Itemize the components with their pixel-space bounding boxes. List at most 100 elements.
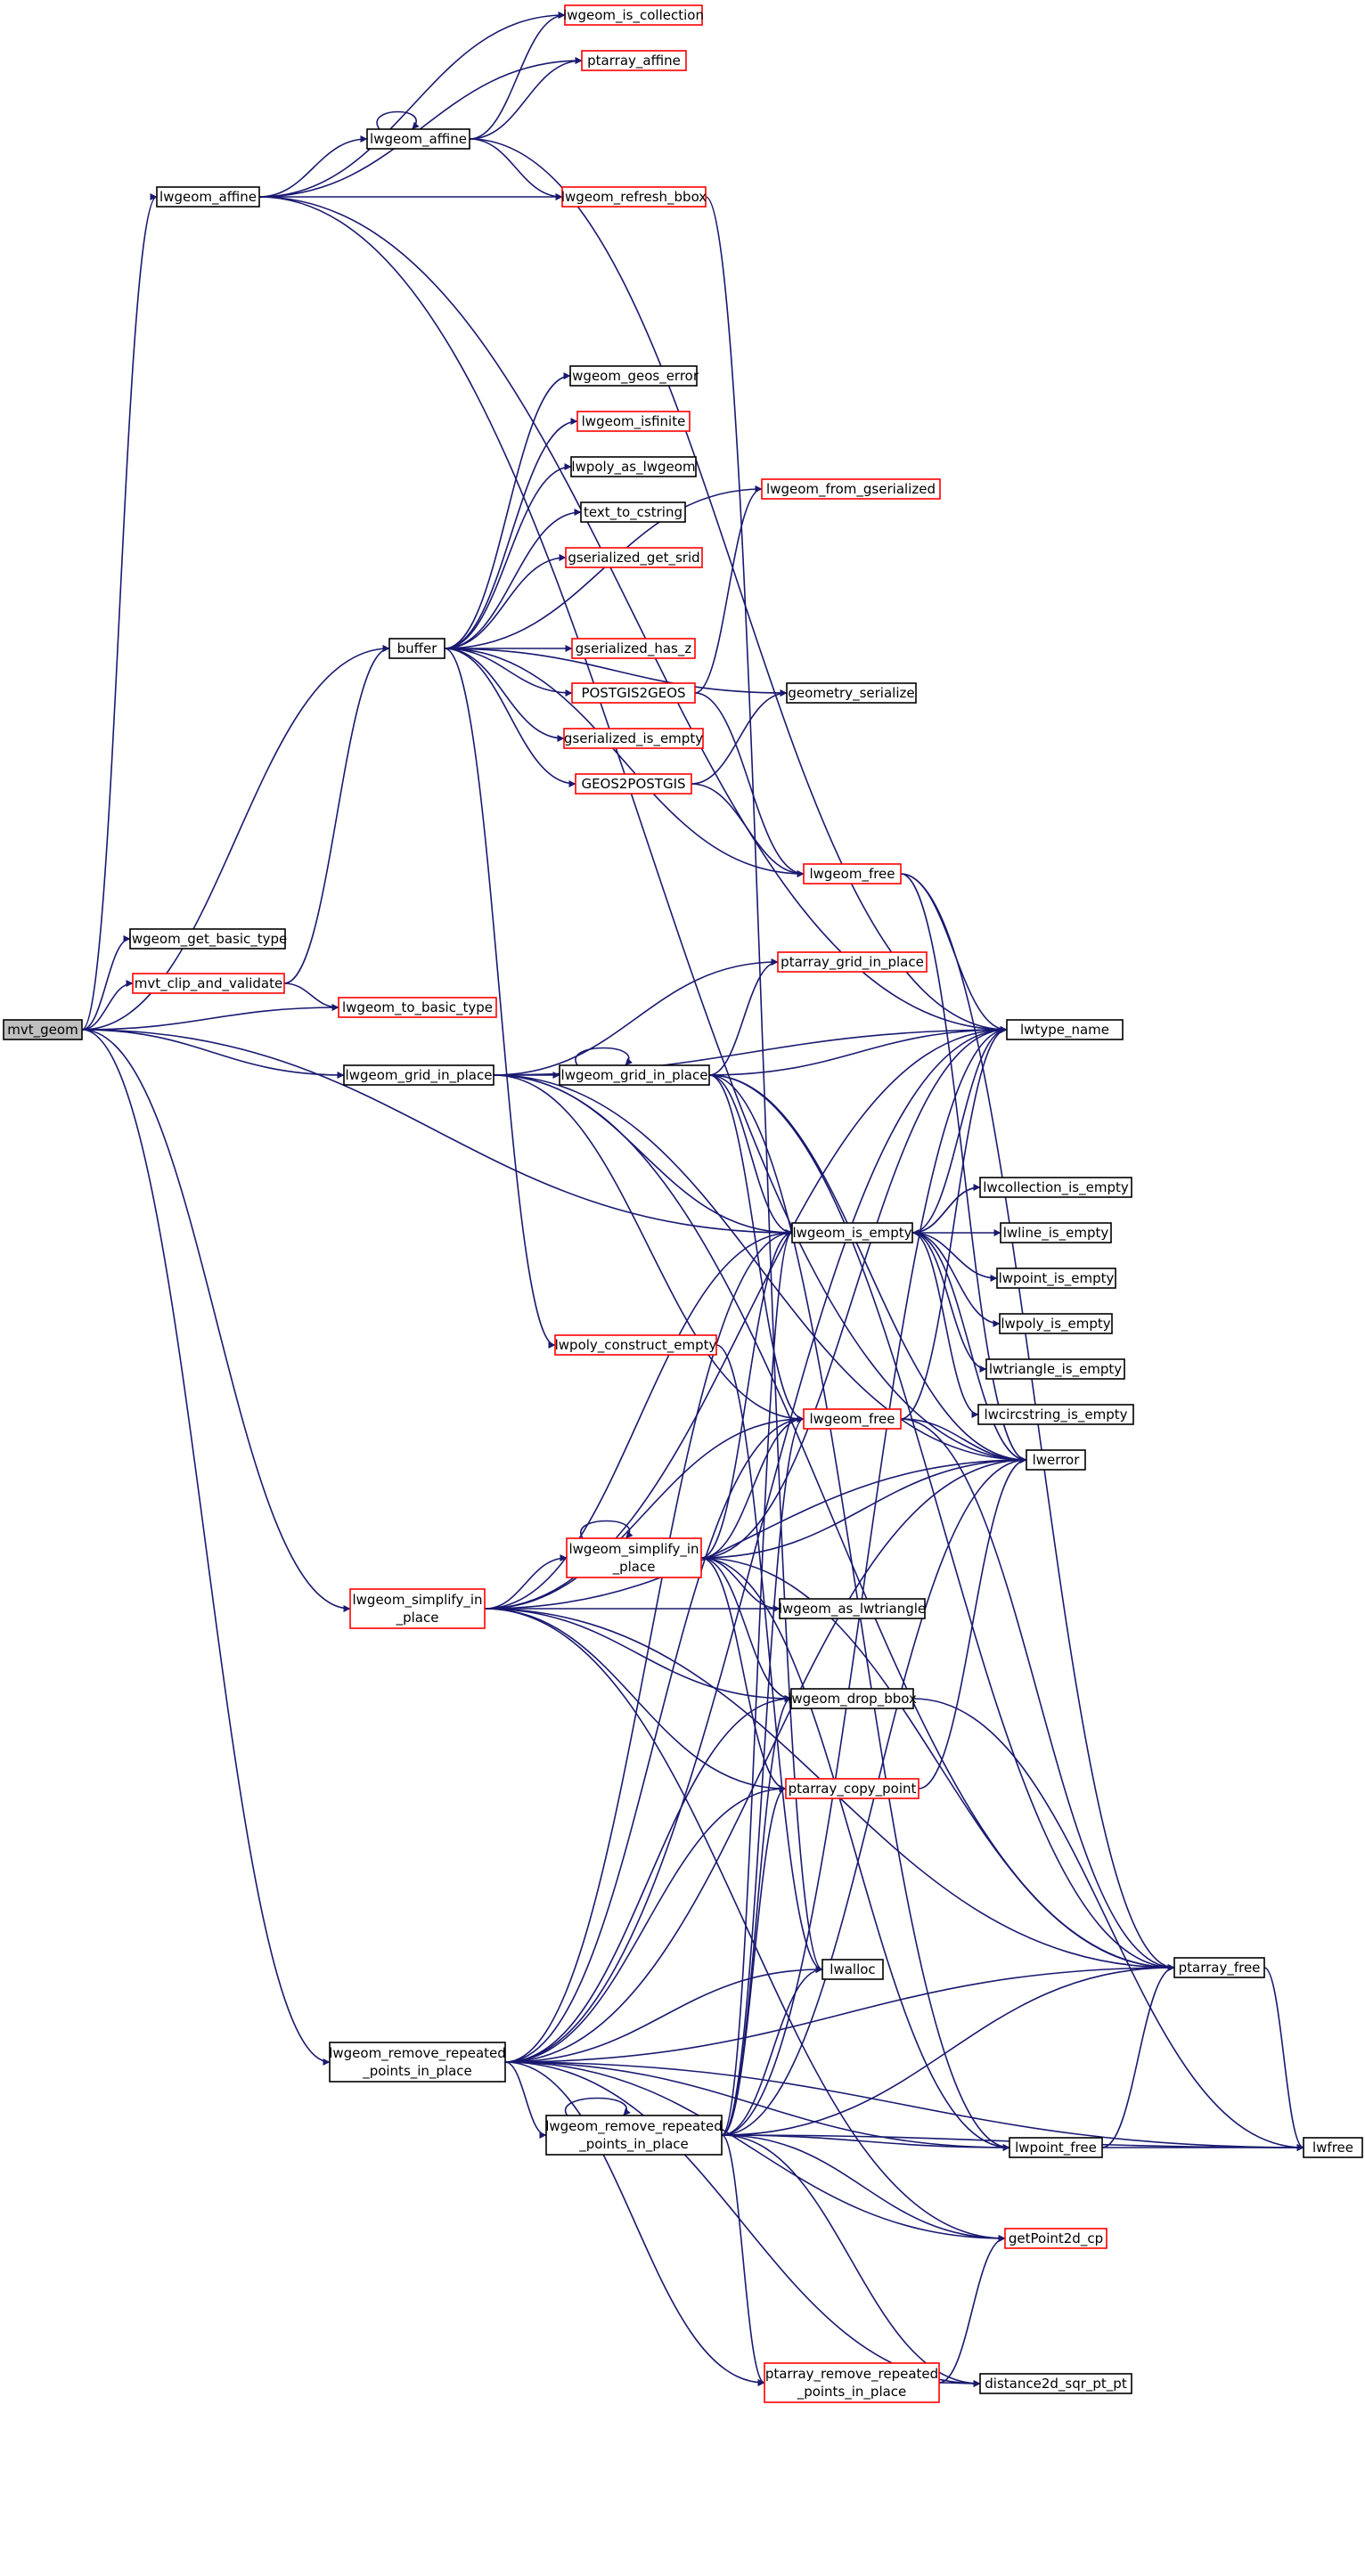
node-ptarray-grid-in-place[interactable]: ptarray_grid_in_place — [777, 951, 928, 973]
node-box[interactable] — [779, 1598, 926, 1619]
node-lwgeom-affine-a[interactable]: lwgeom_affine — [156, 186, 260, 208]
node-lwcircstring-is-empty[interactable]: lwcircstring_is_empty — [977, 1404, 1134, 1425]
node-box[interactable] — [3, 1019, 83, 1040]
node-box[interactable] — [571, 682, 696, 704]
node-box[interactable] — [996, 1268, 1116, 1289]
node-ptarray-copy-point[interactable]: ptarray_copy_point — [785, 1778, 920, 1799]
node-box[interactable] — [1006, 1019, 1124, 1040]
node-lwline-is-empty[interactable]: lwline_is_empty — [1000, 1222, 1112, 1243]
node-lwcollection-is-empty[interactable]: lwcollection_is_empty — [979, 1177, 1132, 1198]
node-box[interactable] — [132, 973, 285, 994]
node-box[interactable] — [561, 186, 707, 208]
node-lwgeom-drop-bbox[interactable]: lwgeom_drop_bbox — [788, 1688, 917, 1709]
node-lwgeom-geos-error[interactable]: lwgeom_geos_error — [568, 365, 699, 387]
node-box[interactable] — [570, 456, 697, 477]
node-box[interactable] — [786, 682, 917, 704]
node-box[interactable] — [388, 638, 445, 659]
node-box[interactable] — [785, 1778, 920, 1799]
node-box[interactable] — [565, 547, 703, 568]
node-box[interactable] — [821, 1959, 884, 1980]
node-box[interactable] — [343, 1064, 495, 1086]
node-ptarray-free[interactable]: ptarray_free — [1173, 1957, 1265, 1978]
node-box[interactable] — [803, 1408, 902, 1430]
node-box[interactable] — [999, 1313, 1113, 1334]
node-lwpoly-is-empty[interactable]: lwpoly_is_empty — [999, 1313, 1113, 1334]
node-lwgeom-simplify-in-place-a[interactable]: lwgeom_simplify_in_place — [349, 1588, 486, 1629]
node-box[interactable] — [803, 863, 902, 884]
node-lwgeom-free-b[interactable]: lwgeom_free — [803, 1408, 902, 1430]
node-mvt-geom[interactable]: mvt_geom — [3, 1019, 83, 1040]
node-box[interactable] — [564, 4, 703, 26]
node-lwgeom-simplify-in-place-b[interactable]: lwgeom_simplify_in_place — [566, 1537, 702, 1578]
node-lwgeom-isfinite[interactable]: lwgeom_isfinite — [576, 411, 691, 432]
node-lwgeom-grid-in-place-a[interactable]: lwgeom_grid_in_place — [343, 1064, 495, 1086]
node-gserialized-has-z[interactable]: gserialized_has_z — [571, 638, 696, 659]
node-box[interactable] — [129, 928, 286, 950]
node-box[interactable] — [1173, 1957, 1265, 1978]
node-lwgeom-grid-in-place-b[interactable]: lwgeom_grid_in_place — [559, 1064, 710, 1086]
node-geometry-serialize[interactable]: geometry_serialize — [786, 682, 917, 704]
node-box[interactable] — [349, 1588, 486, 1629]
node-box[interactable] — [575, 773, 692, 795]
node-box[interactable] — [1303, 2137, 1363, 2158]
node-box[interactable] — [1004, 2228, 1108, 2249]
node-box[interactable] — [329, 2042, 506, 2083]
node-text-to-cstring[interactable]: text_to_cstring — [580, 501, 686, 523]
node-gserialized-get-srid[interactable]: gserialized_get_srid — [565, 547, 703, 568]
node-box[interactable] — [977, 1404, 1134, 1425]
node-postgis2geos[interactable]: POSTGIS2GEOS — [571, 682, 696, 704]
node-box[interactable] — [985, 1358, 1125, 1380]
node-box[interactable] — [979, 2373, 1132, 2394]
node-distance2d-sqr-pt-pt[interactable]: distance2d_sqr_pt_pt — [979, 2373, 1132, 2394]
node-box[interactable] — [566, 1537, 702, 1578]
node-lwgeom-is-empty[interactable]: lwgeom_is_empty — [791, 1222, 913, 1243]
node-mvt-clip-and-validate[interactable]: mvt_clip_and_validate — [132, 973, 285, 994]
node-box[interactable] — [580, 501, 686, 523]
node-box[interactable] — [545, 2115, 723, 2156]
node-lwgeom-to-basic-type[interactable]: lwgeom_to_basic_type — [338, 997, 497, 1018]
node-box[interactable] — [979, 1177, 1132, 1198]
node-lwtriangle-is-empty[interactable]: lwtriangle_is_empty — [985, 1358, 1125, 1380]
node-buffer[interactable]: buffer — [388, 638, 445, 659]
node-box[interactable] — [581, 50, 687, 71]
node-lwgeom-free-a[interactable]: lwgeom_free — [803, 863, 902, 884]
node-lwgeom-as-lwtriangle[interactable]: lwgeom_as_lwtriangle — [779, 1598, 926, 1619]
node-geos2postgis[interactable]: GEOS2POSTGIS — [575, 773, 692, 795]
node-box[interactable] — [571, 638, 696, 659]
node-box[interactable] — [761, 478, 941, 500]
node-box[interactable] — [1026, 1449, 1086, 1471]
node-box[interactable] — [1000, 1222, 1112, 1243]
node-lwgeom-affine-b[interactable]: lwgeom_affine — [366, 128, 470, 150]
node-lwpoly-construct-empty[interactable]: lwpoly_construct_empty — [554, 1334, 717, 1356]
node-lwpoly-as-lwgeom[interactable]: lwpoly_as_lwgeom — [570, 456, 697, 477]
node-lwgeom-refresh-bbox[interactable]: lwgeom_refresh_bbox — [561, 186, 707, 208]
node-lwtype-name[interactable]: lwtype_name — [1006, 1019, 1124, 1040]
node-box[interactable] — [777, 951, 928, 973]
node-box[interactable] — [791, 1222, 913, 1243]
node-lwpoint-free[interactable]: lwpoint_free — [1009, 2137, 1103, 2158]
node-lwgeom-from-gserialized[interactable]: lwgeom_from_gserialized — [761, 478, 941, 500]
node-lwerror[interactable]: lwerror — [1026, 1449, 1086, 1471]
node-box[interactable] — [576, 411, 691, 432]
node-lwgeom-remove-repeated-points-in-place-a[interactable]: lwgeom_remove_repeated_points_in_place — [329, 2042, 506, 2083]
node-box[interactable] — [156, 186, 260, 208]
node-lwfree[interactable]: lwfree — [1303, 2137, 1363, 2158]
node-box[interactable] — [563, 728, 704, 749]
node-box[interactable] — [338, 997, 497, 1018]
node-ptarray-remove-repeated-points-in-place[interactable]: ptarray_remove_repeated_points_in_place — [764, 2362, 940, 2403]
node-box[interactable] — [1009, 2137, 1103, 2158]
node-ptarray-affine[interactable]: ptarray_affine — [581, 50, 687, 71]
node-box[interactable] — [764, 2362, 940, 2403]
node-getpoint2d-cp[interactable]: getPoint2d_cp — [1004, 2228, 1108, 2249]
node-lwalloc[interactable]: lwalloc — [821, 1959, 884, 1980]
node-gserialized-is-empty[interactable]: gserialized_is_empty — [563, 728, 704, 749]
node-box[interactable] — [569, 365, 698, 387]
node-lwgeom-remove-repeated-points-in-place-b[interactable]: lwgeom_remove_repeated_points_in_place — [545, 2115, 723, 2156]
node-box[interactable] — [559, 1064, 710, 1086]
node-lwgeom-is-collection[interactable]: lwgeom_is_collection — [563, 4, 704, 26]
node-box[interactable] — [554, 1334, 717, 1356]
node-lwpoint-is-empty[interactable]: lwpoint_is_empty — [996, 1268, 1116, 1289]
node-box[interactable] — [366, 128, 470, 150]
node-box[interactable] — [790, 1688, 914, 1709]
node-lwgeom-get-basic-type[interactable]: lwgeom_get_basic_type — [128, 928, 288, 950]
